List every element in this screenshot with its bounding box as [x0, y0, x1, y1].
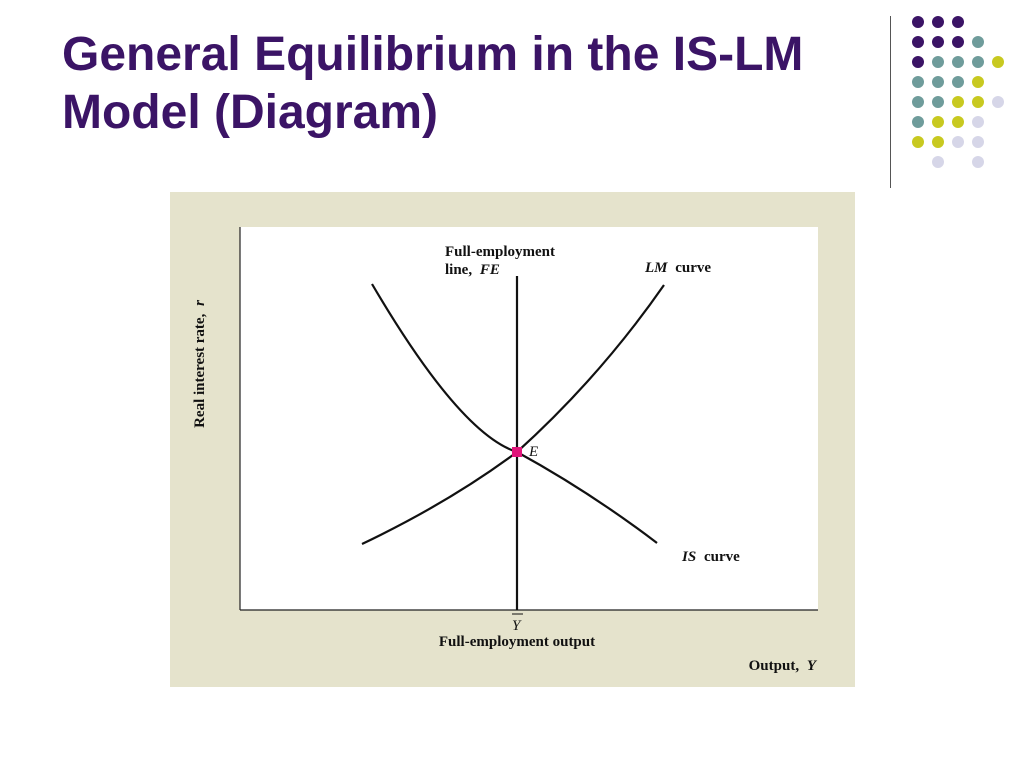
dot-row-6: [912, 116, 984, 128]
is-lm-diagram: E Full-employment line, FE LM curve IS c…: [192, 227, 818, 674]
equilibrium-point: [512, 447, 522, 457]
diagram-panel: E Full-employment line, FE LM curve IS c…: [170, 192, 855, 687]
is-label-text: curve: [704, 549, 740, 565]
dot-row-7: [912, 136, 984, 148]
x-axis-label-text: Output,: [749, 658, 800, 674]
y-axis-label-text: Real interest rate,: [192, 313, 208, 428]
fe-label-var: FE: [479, 262, 500, 278]
is-curve: [371, 283, 658, 544]
dot-row-8: [932, 156, 984, 168]
dot-row-2: [912, 36, 984, 48]
slide-title: General Equilibrium in the IS-LM Model (…: [62, 28, 804, 139]
x-axis-label: Output, Y: [749, 658, 818, 674]
is-label-var: IS: [681, 549, 696, 565]
lm-label-text: curve: [675, 260, 711, 276]
y-axis-label: Real interest rate, r: [192, 300, 208, 428]
dot-row-1: [912, 16, 964, 28]
fe-label-text: line,: [445, 262, 472, 278]
dot-row-5: [912, 96, 1004, 108]
dot-row-4: [912, 76, 984, 88]
ybar-label: Y: [512, 618, 522, 634]
title-divider-line: [890, 16, 891, 188]
plot-area: [240, 227, 818, 610]
decorative-dot-grid: [912, 16, 1004, 168]
lm-label-var: LM: [644, 260, 668, 276]
fe-label-line2: line, FE: [445, 262, 500, 278]
is-label: IS curve: [681, 549, 740, 565]
ybar-caption: Full-employment output: [439, 634, 595, 650]
x-axis-label-var: Y: [807, 658, 818, 674]
lm-label: LM curve: [644, 260, 711, 276]
y-axis-label-var: r: [192, 300, 208, 306]
lm-curve: [361, 284, 665, 545]
fe-label-line1: Full-employment: [445, 244, 555, 260]
equilibrium-label: E: [528, 444, 538, 460]
dot-row-3: [912, 56, 1004, 68]
